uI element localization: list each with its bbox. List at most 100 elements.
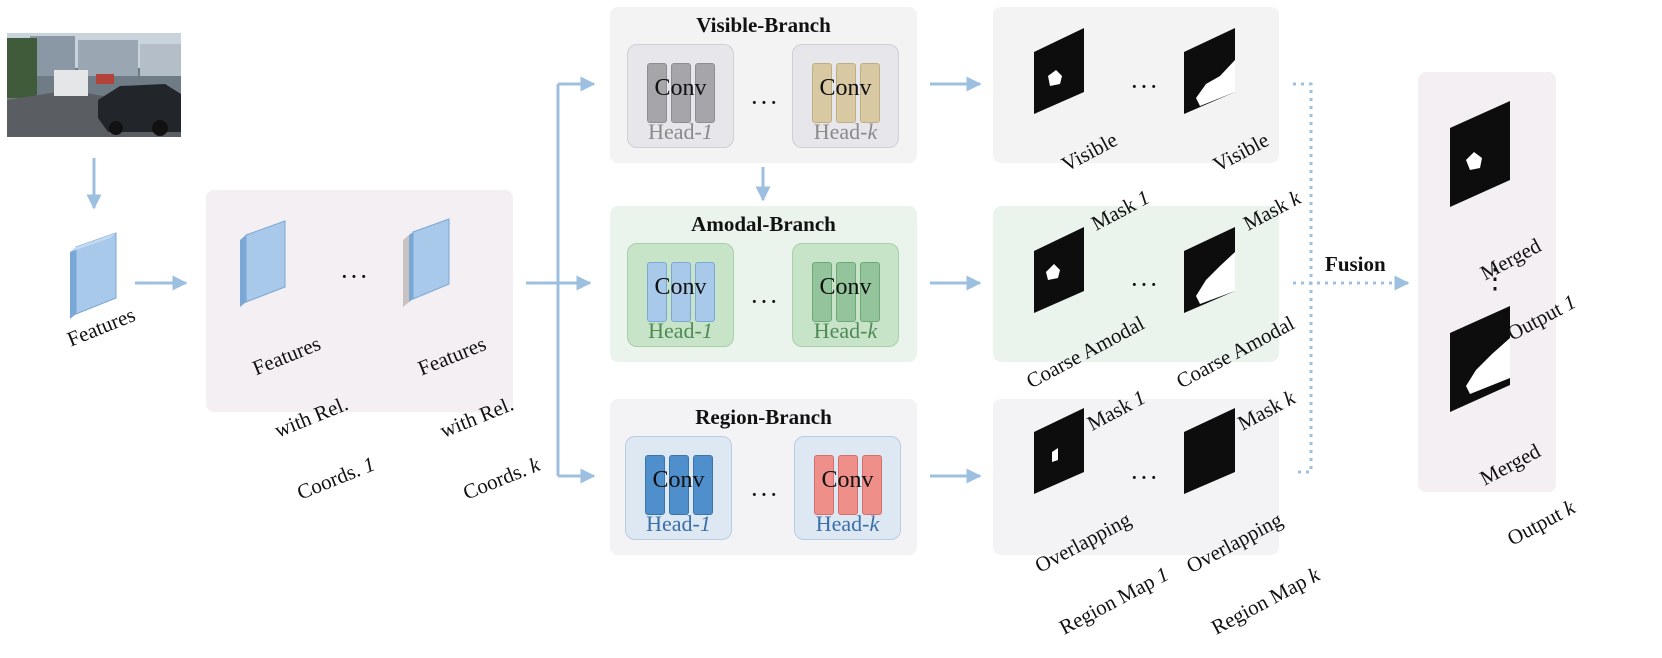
- visible-head-1-bar-2: [671, 63, 691, 123]
- region-head-1-label: Head-1: [626, 511, 731, 537]
- amodal-mask-k-line1: Coarse Amodal: [1172, 310, 1299, 394]
- region-map-dots: ···: [1130, 463, 1159, 492]
- visible-head-dots: ···: [750, 88, 779, 117]
- region-map-k: [1184, 408, 1235, 494]
- amodal-mask-k-index: k: [1279, 385, 1299, 411]
- visible-head-k-text: Head-: [813, 119, 868, 144]
- merged-output-k-line2: Output k: [1503, 495, 1579, 551]
- region-map-k-line1: Overlapping: [1182, 507, 1287, 578]
- region-head-k-label: Head-k: [795, 511, 900, 537]
- amodal-mask-1: [1034, 227, 1084, 313]
- amodal-head-k-bar-3: [860, 262, 880, 322]
- amodal-branch-title: Amodal-Branch: [691, 212, 836, 236]
- region-map-1: [1034, 408, 1084, 494]
- visible-head-1-conv: Conv: [654, 75, 707, 101]
- amodal-head-k: Conv Head-k: [792, 243, 899, 347]
- region-head-1: Conv Head-1: [625, 436, 732, 540]
- amodal-head-k-label: Head-k: [793, 318, 898, 344]
- visible-branch-title: Visible-Branch: [696, 13, 831, 37]
- input-street-image: [7, 33, 181, 137]
- rel-coords-1-line3: Coords. 1: [293, 452, 379, 505]
- region-head-1-bar-1: [645, 455, 665, 515]
- visible-head-k-bar-2: [836, 63, 856, 123]
- amodal-head-k-text: Head-: [813, 318, 868, 343]
- region-head-dots: ···: [750, 480, 779, 509]
- region-map-k-line2: Region Map k: [1207, 562, 1323, 640]
- amodal-mask-k-text: Mask: [1233, 392, 1287, 436]
- rel-coords-1-line1: Features: [248, 331, 324, 381]
- merged-output-k-text: Output: [1503, 501, 1566, 551]
- visible-mask-k-line2: Mask k: [1239, 185, 1304, 236]
- region-head-k-conv: Conv: [821, 467, 874, 493]
- visible-head-1-index: 1: [701, 119, 713, 144]
- amodal-head-1-text: Head-: [648, 318, 702, 343]
- amodal-head-1-index: 1: [701, 318, 713, 343]
- visible-mask-k: [1184, 28, 1235, 114]
- amodal-head-1-bar-3: [695, 262, 715, 322]
- amodal-head-1-bar-1: [647, 262, 667, 322]
- region-head-k-bar-1: [814, 455, 834, 515]
- visible-head-k-conv: Conv: [819, 75, 872, 101]
- merged-output-k: [1450, 306, 1510, 412]
- region-head-k-text: Head-: [815, 511, 870, 536]
- visible-head-1-bar-3: [695, 63, 715, 123]
- amodal-head-k-conv: Conv: [819, 274, 872, 300]
- visible-mask-1-line2: Mask 1: [1087, 185, 1153, 235]
- visible-mask-k-line1: Visible: [1209, 127, 1273, 177]
- region-map-1-text: Region Map: [1055, 569, 1159, 640]
- visible-head-1-label: Head-1: [628, 119, 733, 145]
- rel-coords-dots: ···: [340, 262, 369, 291]
- amodal-head-k-bar-1: [812, 262, 832, 322]
- region-head-k-bar-3: [862, 455, 882, 515]
- region-head-k-bar-2: [838, 455, 858, 515]
- amodal-mask-dots: ···: [1130, 270, 1159, 299]
- region-map-1-line2: Region Map 1: [1055, 562, 1172, 640]
- amodal-head-dots: ···: [750, 287, 779, 316]
- visible-head-k-index: k: [867, 119, 878, 144]
- rel-coords-layer-k: [403, 218, 450, 307]
- region-head-1-text: Head-: [646, 511, 700, 536]
- rel-coords-1-coords-text: Coords.: [293, 457, 364, 505]
- amodal-head-1-bar-2: [671, 262, 691, 322]
- amodal-mask-1-line1: Coarse Amodal: [1022, 310, 1149, 394]
- visible-mask-dots: ···: [1130, 72, 1159, 101]
- region-head-1-bar-3: [693, 455, 713, 515]
- region-head-1-conv: Conv: [652, 467, 705, 493]
- visible-mask-1: [1034, 28, 1084, 114]
- visible-head-1: Conv Head-1: [627, 44, 734, 148]
- visible-head-1-text: Head-: [648, 119, 702, 144]
- rel-coords-panel: [206, 190, 513, 412]
- rel-coords-1-line2: with Rel.: [271, 391, 352, 443]
- amodal-mask-1-text: Mask: [1083, 392, 1136, 436]
- region-branch-title: Region-Branch: [695, 405, 832, 429]
- rel-coords-k-coords-text: Coords.: [459, 457, 530, 505]
- fusion-label: Fusion: [1325, 252, 1386, 276]
- rel-coords-k-line3: Coords. k: [459, 452, 544, 505]
- amodal-head-k-bar-2: [836, 262, 856, 322]
- merged-output-dots: ⋮: [1481, 264, 1510, 295]
- visible-head-1-bar-1: [647, 63, 667, 123]
- visible-head-k-bar-1: [812, 63, 832, 123]
- visible-mask-1-line1: Visible: [1057, 127, 1122, 177]
- rel-coords-k-line1: Features: [414, 331, 490, 381]
- rel-coords-k-line2: with Rel.: [436, 391, 517, 443]
- region-head-1-index: 1: [699, 511, 711, 536]
- merged-output-1-text: Output: [1503, 296, 1566, 346]
- merged-output-k-line1: Merged: [1475, 438, 1545, 491]
- region-head-k: Conv Head-k: [794, 436, 901, 540]
- amodal-head-1-conv: Conv: [654, 274, 707, 300]
- region-map-k-text: Region Map: [1207, 569, 1311, 640]
- amodal-head-k-index: k: [867, 318, 878, 343]
- visible-mask-k-text: Mask: [1239, 192, 1292, 236]
- rel-coords-layer-1: [240, 220, 286, 307]
- visible-head-k-label: Head-k: [793, 119, 898, 145]
- region-map-1-line1: Overlapping: [1030, 507, 1135, 578]
- amodal-head-1-label: Head-1: [628, 318, 733, 344]
- amodal-mask-k: [1184, 227, 1235, 313]
- features-layer: [70, 232, 117, 319]
- amodal-head-1: Conv Head-1: [627, 243, 734, 347]
- amodal-mask-1-index: 1: [1128, 385, 1150, 412]
- diagram-graphics: [7, 28, 1510, 494]
- region-head-1-bar-2: [669, 455, 689, 515]
- merged-output-1: [1450, 101, 1510, 207]
